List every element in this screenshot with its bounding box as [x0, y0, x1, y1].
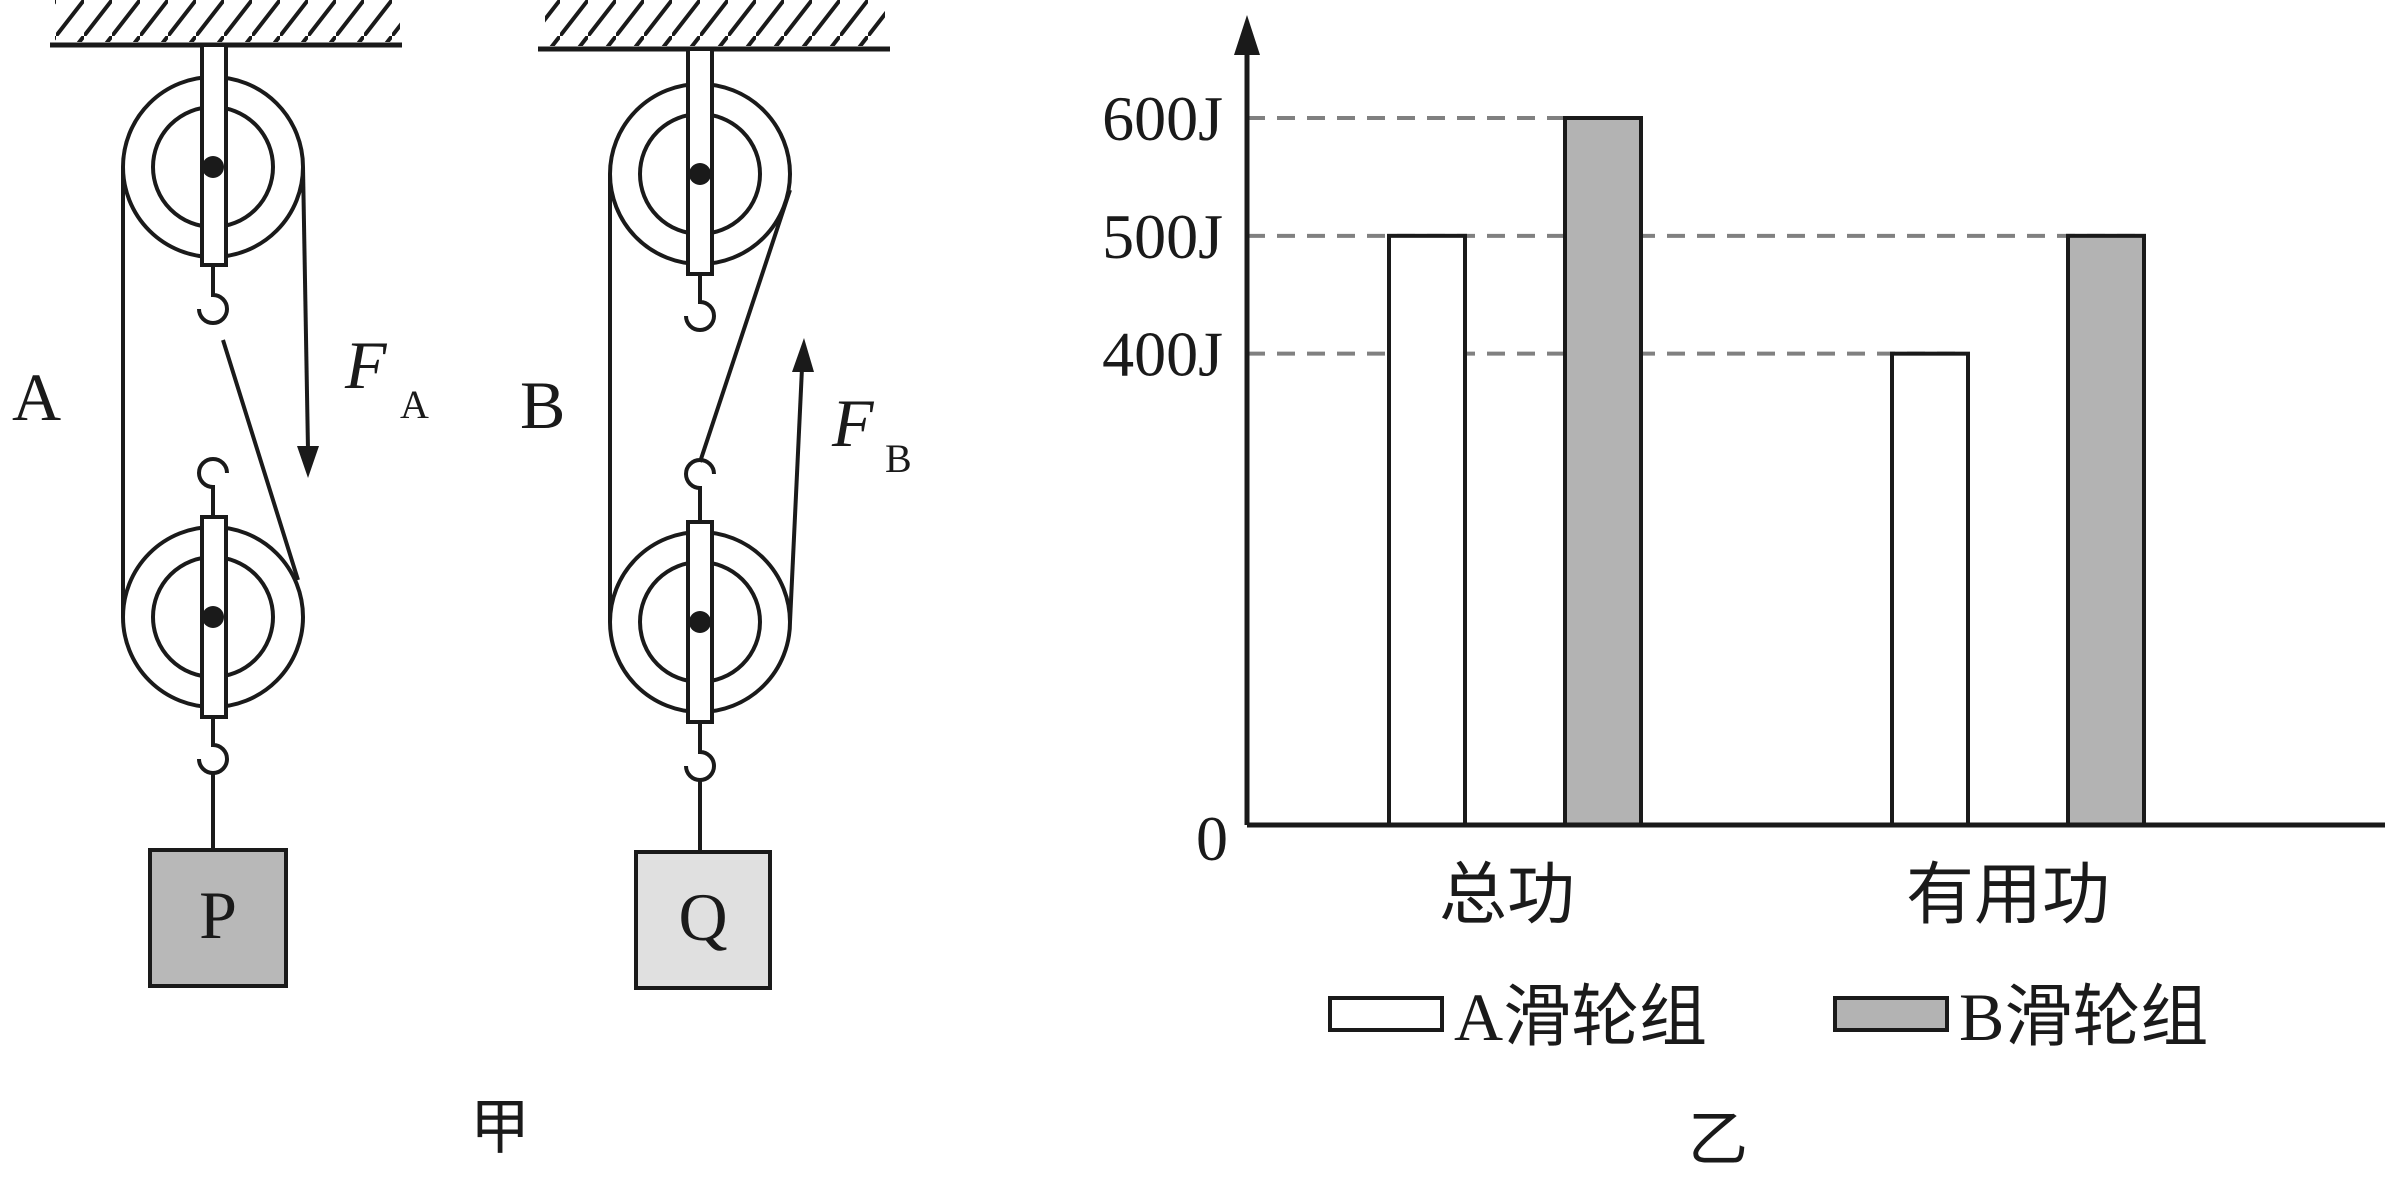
caption-jia: 甲: [470, 1095, 530, 1161]
y-tick-label: 600J: [1102, 83, 1223, 154]
bar-b-1: [2066, 233, 2146, 828]
bar-a-0: [1387, 233, 1467, 828]
fixed-pulley-a: [121, 43, 305, 325]
bar-b-0: [1563, 116, 1643, 827]
y-tick-label: 400J: [1102, 319, 1223, 390]
legend-label-b: B滑轮组: [1959, 979, 2208, 1055]
origin-label: 0: [1196, 803, 1228, 874]
movable-pulley-b: [608, 458, 792, 852]
force-subscript-a: A: [400, 382, 429, 427]
y-axis-arrowhead: [1234, 15, 1260, 55]
movable-pulley-a: [121, 457, 305, 850]
legend-swatch-a: [1328, 996, 1444, 1032]
label-b: B: [520, 367, 565, 443]
bar-a-1: [1890, 351, 1970, 827]
ceiling-a: [50, 0, 402, 48]
pulley-system-b: [538, 0, 890, 852]
legend-swatch-b: [1833, 996, 1949, 1032]
force-label-b: F: [831, 385, 875, 461]
caption-yi: 乙: [1688, 1107, 1748, 1173]
category-label: 总功: [1439, 857, 1575, 933]
pulley-system-a: [50, 0, 402, 850]
load-p-label: P: [199, 877, 237, 953]
label-a: A: [12, 359, 61, 435]
load-q-label: Q: [678, 879, 727, 955]
fixed-pulley-b: [608, 47, 792, 332]
force-label-a: F: [344, 327, 388, 403]
load-p: P: [148, 848, 288, 988]
ropes-a: [121, 166, 310, 617]
ceiling-b: [538, 0, 890, 52]
legend-label-a: A滑轮组: [1454, 979, 1707, 1055]
force-arrow-b: [792, 338, 814, 372]
y-tick-label: 500J: [1102, 201, 1223, 272]
force-subscript-b: B: [885, 436, 912, 481]
category-label: 有用功: [1906, 857, 2110, 933]
load-q: Q: [634, 850, 772, 990]
ropes-b: [608, 174, 804, 623]
force-arrow-a: [297, 446, 319, 478]
